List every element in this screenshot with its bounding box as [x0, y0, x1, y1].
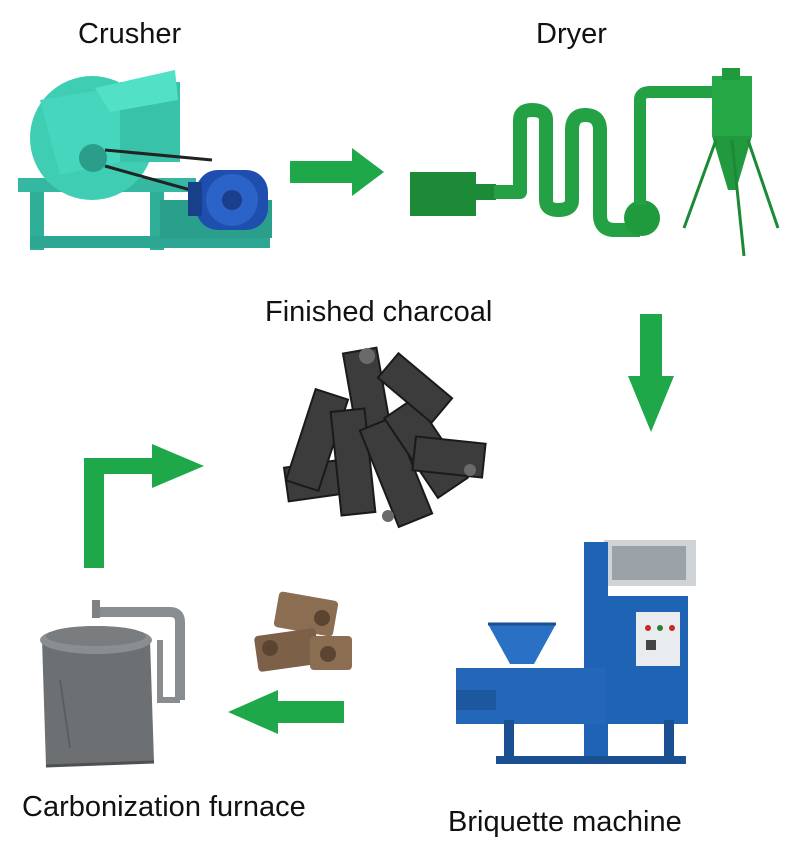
arrow-left-icon	[228, 690, 344, 734]
pipe-dryer-icon	[410, 68, 780, 257]
crusher-label: Crusher	[78, 18, 182, 50]
arrow-elbow-icon	[84, 444, 204, 568]
arrow-down-icon	[628, 314, 674, 432]
briquette-press-icon	[456, 540, 696, 764]
charcoal-briquettes-icon	[282, 346, 487, 529]
raw-briquettes-icon	[254, 591, 352, 672]
briquette-machine-label: Briquette machine	[448, 806, 682, 838]
carbonization-furnace-icon	[40, 600, 185, 768]
arrow-right-icon	[290, 148, 384, 196]
crusher-machine-icon	[18, 70, 272, 250]
carbonization-furnace-label: Carbonization furnace	[22, 791, 306, 823]
finished-charcoal-label: Finished charcoal	[265, 296, 493, 328]
dryer-label: Dryer	[536, 18, 607, 50]
